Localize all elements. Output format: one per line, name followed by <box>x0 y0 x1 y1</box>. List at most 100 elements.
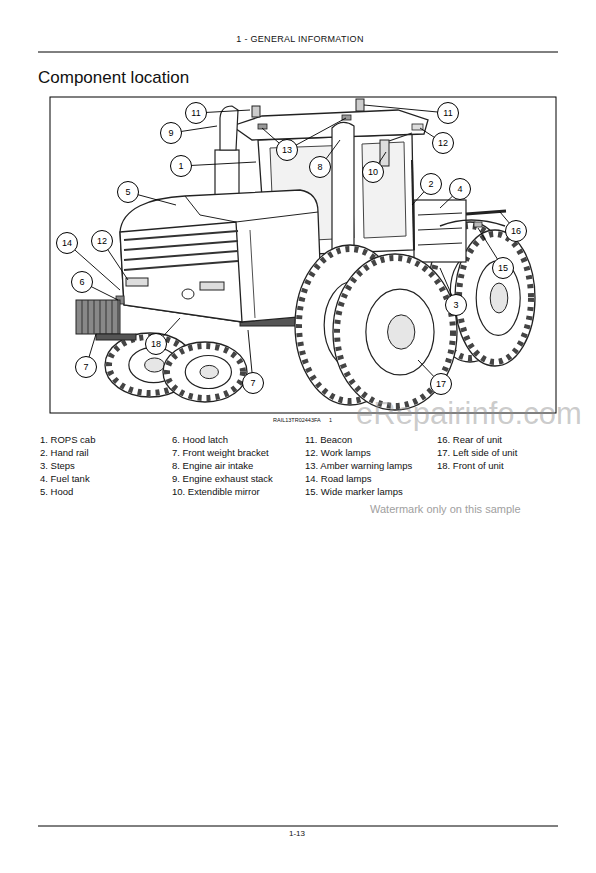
callout-text: 1 <box>178 162 183 171</box>
legend-item: 16. Rear of unit <box>437 435 502 446</box>
callout-text: 10 <box>368 168 378 177</box>
callout-text: 12 <box>97 237 107 246</box>
tire-tread <box>337 258 453 406</box>
header-text: 1 - GENERAL INFORMATION <box>236 34 363 44</box>
callout-number: 5 <box>117 181 139 203</box>
callout-number: 16 <box>505 220 527 242</box>
wheel-rim <box>476 261 520 336</box>
figure-number: 1 <box>329 417 332 423</box>
callout-text: 6 <box>79 278 84 287</box>
callout-number: 7 <box>75 356 97 378</box>
grille-slat <box>124 241 238 250</box>
legend-item: 14. Road lamps <box>305 474 372 485</box>
hood <box>120 190 322 322</box>
section-title: Component location <box>38 68 189 88</box>
weight-plate <box>100 300 101 334</box>
callout-text: 14 <box>62 239 72 248</box>
legend-item: 7. Front weight bracket <box>172 448 269 459</box>
legend-item: 6. Hood latch <box>172 435 228 446</box>
front-weights <box>76 300 120 334</box>
beacon <box>252 106 260 117</box>
fuel-tank <box>414 200 466 262</box>
wheel-hub <box>200 365 218 378</box>
legend-item: 3. Steps <box>40 461 75 472</box>
callout-number: 1 <box>170 155 192 177</box>
tire <box>333 254 457 410</box>
callout-number: 8 <box>309 156 331 178</box>
callout-number: 2 <box>420 173 442 195</box>
beacon <box>356 99 364 111</box>
weight-bracket <box>96 334 136 340</box>
legend-item: 2. Hand rail <box>40 448 89 459</box>
legend-item: 9. Engine exhaust stack <box>172 474 273 485</box>
callout-text: 9 <box>168 129 173 138</box>
callout-number: 14 <box>56 232 78 254</box>
tire-tread <box>167 346 243 398</box>
legend-item: 18. Front of unit <box>437 461 504 472</box>
callout-text: 11 <box>443 109 452 118</box>
wheel-hub <box>388 315 415 349</box>
callout-number: 4 <box>449 178 471 200</box>
marker-lamp <box>474 222 482 227</box>
callout-text: 13 <box>282 146 292 155</box>
road-lamp <box>126 278 148 286</box>
callout-number: 10 <box>362 161 384 183</box>
callout-text: 18 <box>151 340 161 349</box>
figure-code: RAIL13TR02443FA <box>273 417 321 423</box>
callout-text: 4 <box>457 185 462 194</box>
footer-rule <box>38 826 558 827</box>
grille-slat <box>124 261 238 270</box>
road-lamp <box>200 282 224 290</box>
exhaust-pipe <box>220 106 238 150</box>
legend-item: 15. Wide marker lamps <box>305 487 403 498</box>
weight-plate <box>94 300 95 334</box>
rear-fender <box>440 220 505 226</box>
weight-plate <box>118 300 119 334</box>
step <box>418 213 462 215</box>
legend-item: 13. Amber warning lamps <box>305 461 412 472</box>
callout-text: 15 <box>498 264 508 273</box>
callout-number: 9 <box>160 122 182 144</box>
callout-number: 6 <box>71 271 93 293</box>
callout-text: 16 <box>511 227 521 236</box>
header-rule <box>38 52 558 53</box>
callout-text: 11 <box>191 109 200 118</box>
callout-text: 17 <box>436 380 446 389</box>
callout-text: 2 <box>428 180 433 189</box>
weight-plate <box>112 300 113 334</box>
legend-item: 10. Extendible mirror <box>172 487 260 498</box>
logo <box>182 289 194 299</box>
legend-item: 17. Left side of unit <box>437 448 517 459</box>
hood-ridge <box>185 196 318 222</box>
mirror <box>380 140 389 166</box>
tire <box>163 342 247 402</box>
legend-item: 11. Beacon <box>305 435 352 446</box>
callout-number: 13 <box>276 139 298 161</box>
callout-number: 3 <box>445 294 467 316</box>
mirror-arm <box>389 133 412 141</box>
figure-frame <box>50 97 556 413</box>
wheel-rim <box>366 289 434 375</box>
wheel-rim <box>185 356 231 389</box>
wheel-hub <box>490 283 508 313</box>
tire-tread <box>459 234 531 362</box>
hood-panel <box>250 230 255 318</box>
watermark-note: Watermark only on this sample <box>370 503 521 516</box>
watermark: eRepairinfo.com <box>356 396 582 432</box>
leader-line <box>364 105 448 113</box>
step <box>418 228 462 230</box>
legend-item: 12. Work lamps <box>305 448 371 459</box>
callout-text: 3 <box>453 301 458 310</box>
legend-item: 8. Engine air intake <box>172 461 253 472</box>
weight-plate <box>88 300 89 334</box>
grille-slat <box>124 231 238 240</box>
callout-text: 5 <box>125 188 130 197</box>
callout-number: 12 <box>91 230 113 252</box>
grille-slat <box>124 251 238 260</box>
callout-number: 11 <box>185 102 207 124</box>
legend-item: 5. Hood <box>40 487 73 498</box>
callout-number: 7 <box>242 372 264 394</box>
step <box>418 243 462 245</box>
callout-number: 12 <box>432 132 454 154</box>
